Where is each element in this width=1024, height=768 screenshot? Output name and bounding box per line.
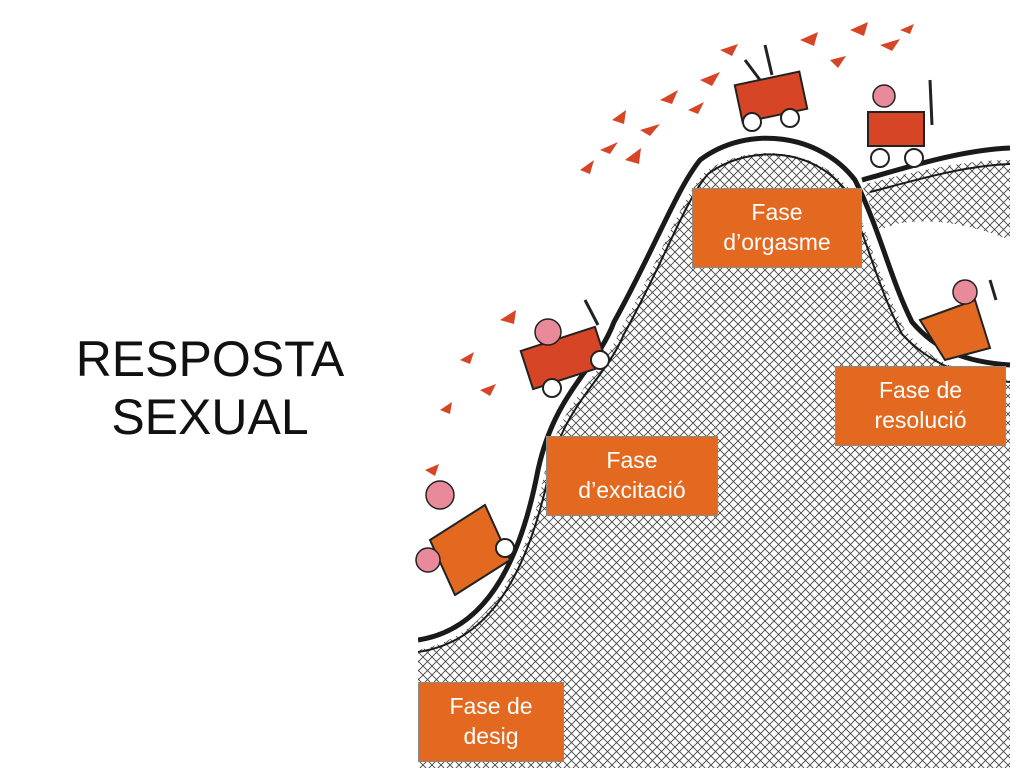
phase-box-resolucio: Fase de resolució — [835, 366, 1006, 446]
cart-low — [415, 480, 515, 597]
slide-title: RESPOSTA SEXUAL — [40, 330, 380, 446]
title-line-2: SEXUAL — [111, 389, 309, 445]
track-exit-rail — [861, 145, 1011, 183]
phase-desig-line-2: desig — [463, 723, 519, 749]
flying-flakes — [425, 22, 914, 476]
phase-box-orgasme: Fase d’orgasme — [692, 188, 862, 268]
cart-mid — [519, 299, 610, 398]
phase-excitacio-line-1: Fase — [606, 447, 658, 474]
cart-top-right — [867, 79, 934, 168]
phase-resolucio-line-1: Fase de — [878, 377, 963, 404]
track-support-lattice-right — [862, 160, 1010, 240]
cart-top — [733, 44, 809, 132]
phase-resolucio-line-2: resolució — [874, 407, 967, 433]
phase-excitacio-line-2: d’excitació — [578, 477, 686, 503]
phase-box-desig: Fase de desig — [418, 682, 564, 762]
phase-orgasme-line-1: Fase — [751, 199, 803, 226]
track-exit-rail-lower — [869, 163, 1011, 193]
title-line-1: RESPOSTA — [75, 331, 345, 387]
track-rail-inner — [418, 153, 1011, 653]
phase-orgasme-line-2: d’orgasme — [723, 229, 831, 255]
phase-box-excitacio: Fase d’excitació — [546, 436, 718, 516]
phase-desig-line-1: Fase de — [449, 693, 533, 720]
track-rail-outer — [418, 135, 1011, 643]
cart-descending — [918, 279, 998, 362]
